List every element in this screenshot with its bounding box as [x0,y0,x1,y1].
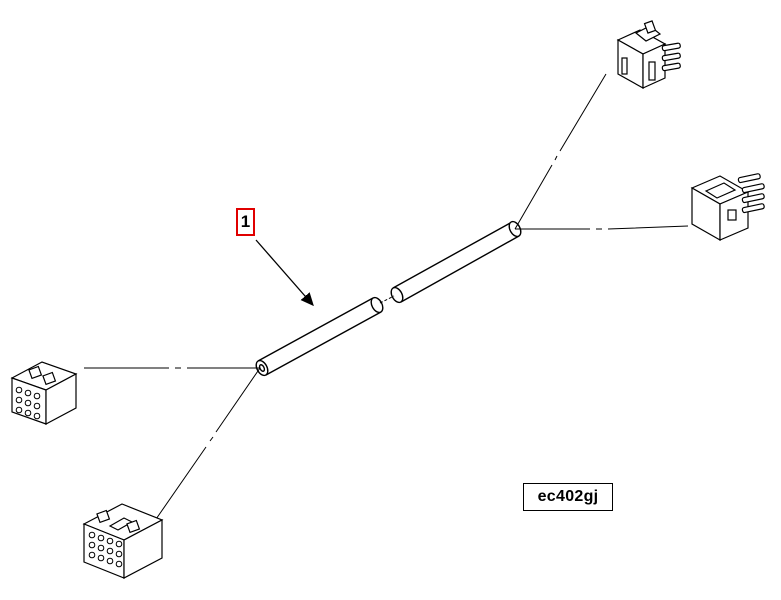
leader-arrow-icon [255,239,312,304]
callout-number: 1 [236,208,255,236]
connector-right [690,173,765,242]
main-cable [255,220,522,377]
cable-segment-left [255,296,384,377]
wires-right [514,73,689,230]
wires-left [84,367,261,523]
cavities-left [15,386,41,420]
cable-segment-right [390,220,522,304]
pins-right [737,173,765,214]
figure-id-label: ec402gj [523,483,613,511]
cavities-bottom-left [88,531,123,568]
connector-top-right [616,20,681,90]
connector-bottom-left [82,503,164,579]
pins-top-right [661,42,681,72]
connector-left [10,361,78,425]
